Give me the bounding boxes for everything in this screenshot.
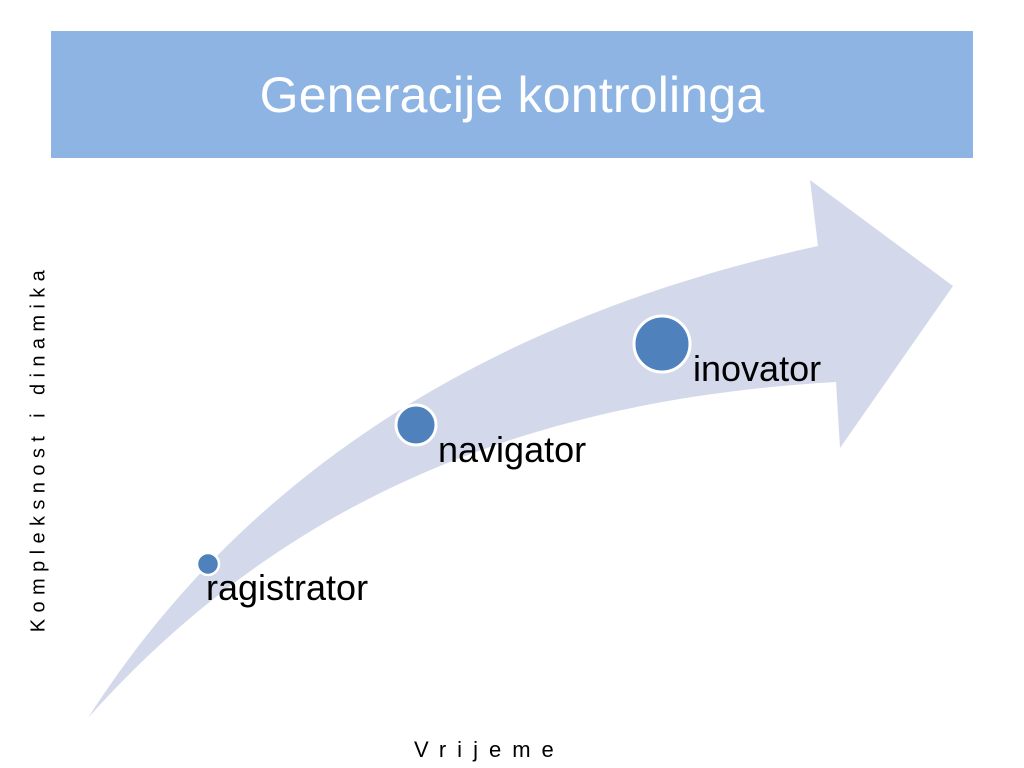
stage-label-ragistrator: ragistrator [206, 567, 369, 608]
inovator-marker-icon [632, 314, 692, 374]
title-bar: Generacije kontrolinga [51, 31, 973, 158]
slide-title: Generacije kontrolinga [259, 66, 765, 123]
curved-arrow-shape [88, 180, 953, 718]
x-axis-label: Vrijeme [414, 737, 565, 762]
stage-label-inovator: inovator [693, 348, 822, 389]
stage-label-navigator: navigator [438, 429, 587, 470]
y-axis-label: Kompleksnost i dinamika [27, 263, 50, 633]
navigator-marker-icon [394, 403, 438, 447]
ragistrator-marker-icon [195, 551, 221, 577]
